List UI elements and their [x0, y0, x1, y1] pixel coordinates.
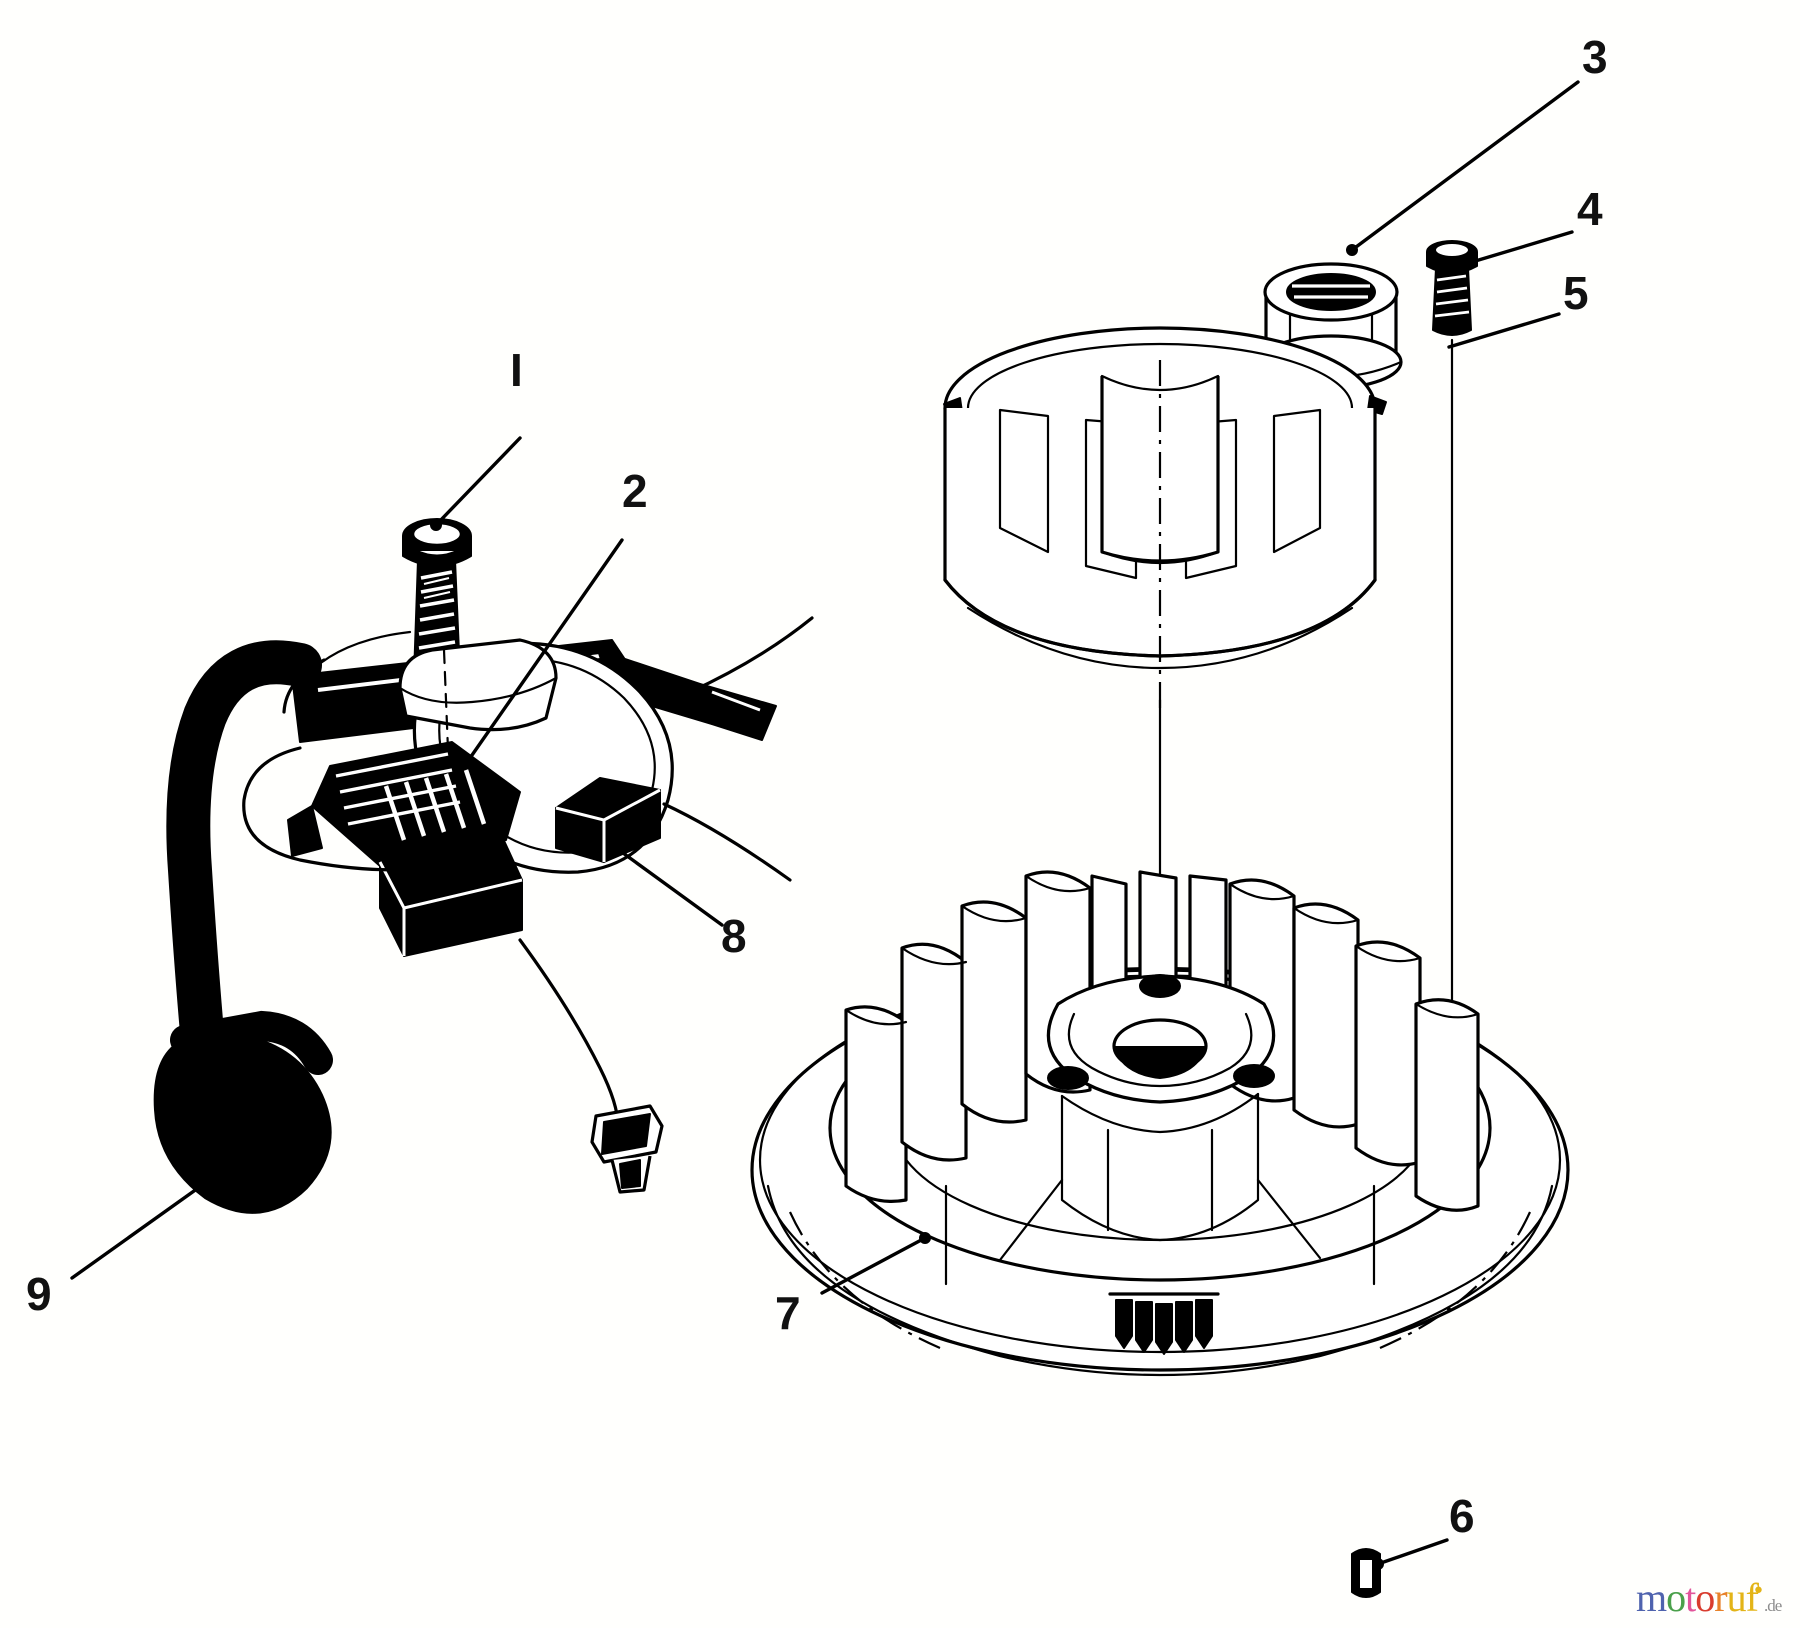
part-spark-plug-boot: [153, 640, 333, 1214]
part-woodruff-key: [1351, 1548, 1381, 1598]
callout-7: 7: [775, 1287, 801, 1339]
callout-3: 3: [1582, 31, 1608, 83]
callout-6: 6: [1449, 1490, 1475, 1542]
watermark-letter-f: f: [1745, 1575, 1759, 1620]
callout-1: I: [510, 344, 523, 396]
watermark-dot: ●: [1753, 1582, 1763, 1598]
callout-2: 2: [622, 465, 648, 517]
part-starter-cup: [943, 326, 1387, 708]
watermark-letter-o1: o: [1666, 1575, 1686, 1620]
callout-4: 4: [1577, 183, 1603, 235]
leader-lines: [70, 80, 1580, 1570]
watermark-tld: .de: [1763, 1596, 1782, 1615]
flywheel-magnet: [1108, 1292, 1220, 1355]
watermark-letter-m: m: [1636, 1575, 1667, 1620]
callout-8: 8: [721, 910, 747, 962]
watermark-letter-u: u: [1726, 1575, 1747, 1620]
watermark-letter-r: r: [1714, 1575, 1727, 1620]
part-ignition-armature: [242, 616, 814, 1194]
callout-9: 9: [26, 1268, 52, 1320]
watermark-letter-o2: o: [1695, 1575, 1715, 1620]
part-flywheel: [750, 870, 1570, 1377]
watermark-letter-t: t: [1685, 1575, 1696, 1620]
part-screw: [1426, 240, 1478, 336]
motoruf-watermark: motoruf●.de: [1636, 1578, 1783, 1618]
callout-5: 5: [1563, 267, 1589, 319]
